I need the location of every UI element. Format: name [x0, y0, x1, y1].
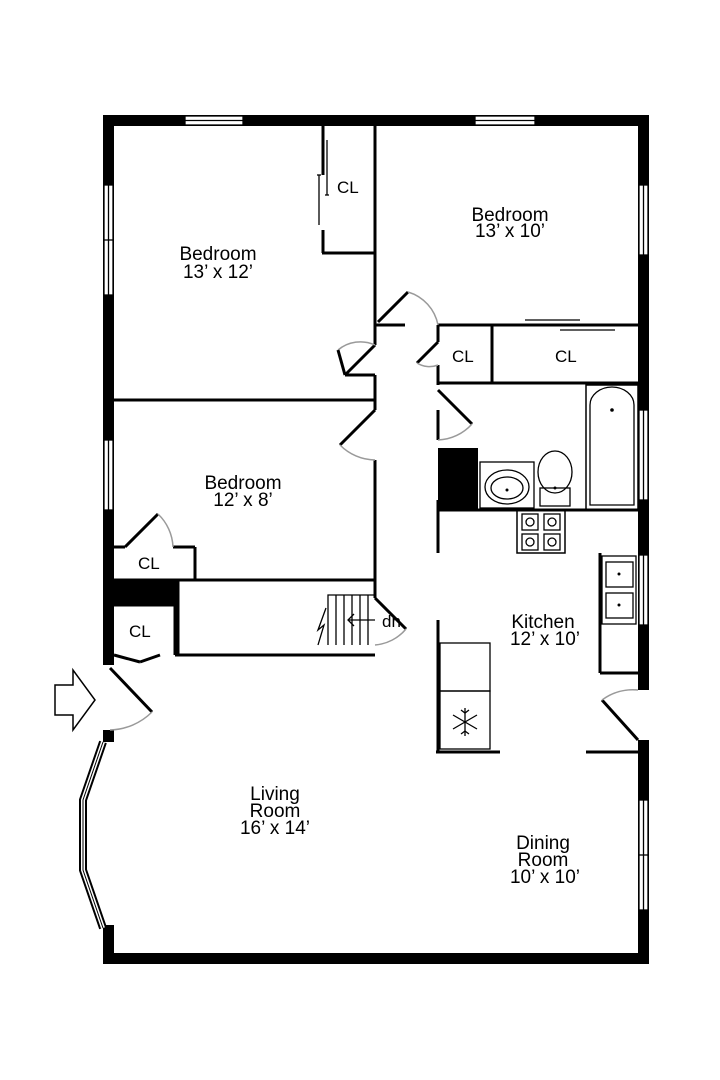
door-bathroom[interactable]: [436, 388, 474, 441]
interior-walls: [114, 126, 640, 754]
svg-text:Bedroom: Bedroom: [471, 205, 548, 226]
bay-window: [79, 740, 107, 930]
sliding-doors: [317, 140, 615, 331]
svg-text:Bedroom: Bedroom: [179, 244, 256, 265]
refrigerator: [439, 690, 491, 750]
closet-label-bedroom-2: CL: [555, 347, 577, 366]
door-hall-closet[interactable]: [415, 340, 440, 368]
svg-text:Room: Room: [518, 850, 569, 871]
closet-label-bedroom-3: CL: [138, 554, 160, 573]
toilet: [537, 450, 573, 507]
door-bedroom-2[interactable]: [376, 290, 439, 326]
room-label-bedroom-3: Bedroom 12’ x 8’: [204, 473, 281, 511]
svg-text:Kitchen: Kitchen: [511, 612, 574, 633]
closet-label-entry: CL: [129, 622, 151, 641]
room-label-bedroom-1: Bedroom 13’ x 12’: [179, 244, 256, 283]
stairs: dn: [316, 594, 401, 646]
svg-text:12’ x 10’: 12’ x 10’: [510, 629, 580, 650]
bathtub: [585, 384, 639, 511]
door-front-entry[interactable]: [108, 666, 154, 731]
solid-blocks: [114, 448, 478, 605]
room-label-living-room: Living Room 16’ x 14’: [240, 784, 310, 839]
room-label-bedroom-2: Bedroom 13’ x 10’: [471, 205, 548, 242]
room-label-dining-room: Dining Room 10’ x 10’: [510, 833, 580, 888]
windows: [103, 115, 649, 911]
svg-text:Room: Room: [250, 801, 301, 822]
door-bedroom-3[interactable]: [338, 408, 377, 461]
closet-label-hall: CL: [452, 347, 474, 366]
svg-text:12’ x 8’: 12’ x 8’: [213, 490, 273, 511]
closet-label-bedroom-1: CL: [337, 178, 359, 197]
svg-text:10’ x 10’: 10’ x 10’: [510, 867, 580, 888]
door-stairs[interactable]: [373, 596, 408, 646]
room-label-kitchen: Kitchen 12’ x 10’: [510, 612, 580, 650]
svg-text:13’ x 12’: 13’ x 12’: [183, 262, 253, 283]
entry-arrow-icon: [54, 667, 96, 733]
snowflake-icon: [452, 708, 478, 736]
door-entry-closet[interactable]: [113, 653, 161, 664]
range-stove: [516, 509, 566, 554]
sink: [479, 461, 535, 509]
svg-text:Dining: Dining: [516, 833, 570, 854]
kitchen-sink: [601, 555, 637, 625]
counter: [439, 642, 491, 692]
doors: [108, 290, 640, 742]
door-bedroom-3-closet[interactable]: [123, 512, 174, 549]
door-kitchen-exterior[interactable]: [600, 689, 640, 742]
svg-text:Bedroom: Bedroom: [204, 473, 281, 494]
stairs-label: dn: [382, 612, 401, 631]
svg-text:Living: Living: [250, 784, 300, 805]
svg-text:13’ x 10’: 13’ x 10’: [475, 221, 545, 242]
door-bedroom-1[interactable]: [336, 341, 377, 377]
svg-text:16’ x 14’: 16’ x 14’: [240, 818, 310, 839]
